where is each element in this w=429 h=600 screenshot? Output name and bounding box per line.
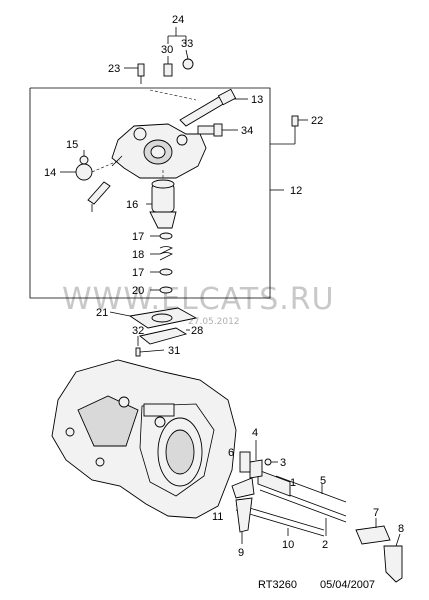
callout-13: 13 [251,94,263,106]
callout-15: 15 [66,139,78,151]
part-14-ball-joint [60,150,121,181]
callout-33: 34 [241,125,253,137]
part-20-clip [150,286,173,294]
part-2-shift-rail [259,483,347,536]
part-28-plate [138,327,190,345]
callout-31: 30 [161,44,173,56]
part-29-bolt [135,347,165,357]
callout-17-upper: 17 [132,231,144,243]
callout-22: 22 [311,115,323,127]
callout-1: 1 [290,477,296,489]
part-18-spring [150,246,173,261]
part-13-shift-rod [149,88,248,127]
callout-30: 32 [132,325,144,337]
part-5-shift-rail [275,475,347,503]
watermark-date: 27.05.2012 [188,317,240,327]
callout-12: 12 [290,185,302,197]
callout-28: 28 [191,325,203,337]
part-17-washer-upper [150,232,173,240]
part-9-fork [235,497,253,544]
part-16-shift-finger [146,168,177,229]
part-17-washer-lower [150,268,173,276]
callout-11: 11 [212,511,223,523]
callout-29: 31 [168,345,180,357]
part-shift-housing [111,123,207,179]
callout-4: 4 [252,427,258,439]
callout-17-lower: 17 [132,267,144,279]
part-6-fork-lug [239,451,251,473]
callout-10: 10 [282,539,294,551]
callout-20: 20 [132,285,144,297]
part-3-pin [264,458,278,466]
callout-8: 8 [398,523,404,535]
part-1-fork [257,469,291,497]
part-4-lug [249,440,263,479]
callout-2: 2 [322,539,328,551]
callout-5: 5 [320,475,326,487]
part-transmission-case [51,359,237,519]
part-11-fork [231,477,255,499]
callout-3: 3 [280,457,286,469]
callout-6: 6 [228,447,234,459]
part-31-bolt [163,56,173,77]
diagram-date: 05/04/2007 [320,579,375,591]
callout-14: 14 [44,167,56,179]
callout-21: 21 [96,307,108,319]
watermark-text: WWW.ELCATS.RU [62,282,335,317]
part-7-fork [355,518,391,545]
diagram-reference: RT3260 [258,579,297,591]
part-33-bolt [197,123,238,137]
part-21-gasket [109,307,198,329]
part-32-nut [182,49,194,70]
part-22-bolt [270,115,308,145]
callout-9: 9 [238,547,244,559]
callout-18: 18 [132,249,144,261]
part-34-bolt [87,181,111,212]
callout-24: 24 [172,14,184,26]
callout-32: 33 [181,38,193,50]
part-8-fork [383,533,403,583]
callout-7: 7 [373,507,379,519]
assembly-frame [29,87,271,299]
callout-23: 23 [108,63,120,75]
part-23-bolt [124,63,145,84]
callout-16: 16 [126,199,138,211]
